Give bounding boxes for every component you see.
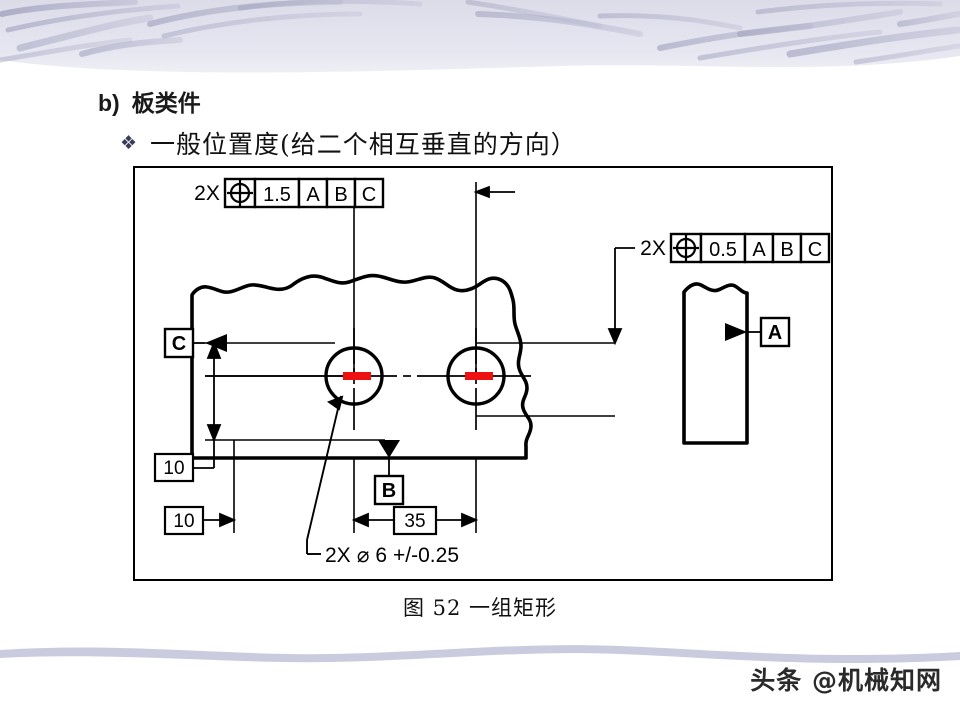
dim-horizontal-10-value: 10: [173, 511, 194, 532]
datum-b: B: [373, 440, 405, 506]
fcf-right-datum-c: C: [808, 239, 822, 261]
subtitle-text: 一般位置度(给二个相互垂直的方向）: [150, 130, 577, 159]
page-title: b) 板类件: [98, 84, 201, 118]
datum-a-label: A: [768, 322, 782, 344]
hole-callout-tolerance: +/-0.25: [393, 544, 459, 567]
dim-horizontal-35-value: 35: [404, 511, 425, 532]
fcf-right-datum-a: A: [752, 239, 766, 261]
diamond-bullet-icon: ❖: [120, 132, 138, 154]
extension-lines: [205, 182, 615, 533]
subtitle-row: ❖ 一般位置度(给二个相互垂直的方向）: [120, 125, 577, 161]
fcf-right: 2X 0.5 A B C: [640, 232, 831, 264]
part-outline: [190, 273, 533, 460]
fcf-right-leader: [607, 247, 635, 346]
fcf-right-tolerance: 0.5: [709, 239, 737, 261]
position-symbol-icon: [227, 180, 253, 206]
fcf-right-datum-b: B: [780, 239, 793, 261]
watermark: 头条 @机械知网: [750, 666, 942, 695]
page-title-text: 板类件: [131, 90, 201, 116]
datum-a: A: [725, 316, 791, 348]
fcf-top-left-datum-c: C: [362, 184, 376, 206]
fcf-top-left-datum-a: A: [306, 184, 320, 206]
footer-decorative-band: [0, 640, 960, 680]
dim-horizontal-35: 35: [351, 505, 479, 536]
fcf-top-left: 2X 1.5 A B C: [194, 177, 385, 209]
fcf-right-multiplier: 2X: [640, 237, 666, 260]
header-decorative-band: [0, 0, 960, 76]
drawing-frame: C B A: [133, 166, 833, 581]
side-view: [682, 282, 749, 445]
hole-callout-leader: [306, 395, 344, 555]
dim-vertical-10: 10: [153, 340, 222, 483]
datum-c: C: [163, 327, 227, 359]
fcf-top-left-multiplier: 2X: [194, 182, 220, 205]
fcf-top-left-datum-b: B: [334, 184, 347, 206]
dim-vertical-10-value: 10: [163, 458, 184, 479]
page-title-marker: b): [98, 90, 120, 116]
dim-horizontal-10: 10: [163, 505, 237, 536]
hole-callout-multiplier: 2X: [325, 544, 351, 567]
position-symbol-icon: [673, 235, 699, 261]
tolerance-zone-marks: [343, 372, 493, 380]
diameter-symbol-icon: ⌀: [357, 543, 370, 567]
datum-c-label: C: [172, 333, 186, 355]
hole-callout-size: 6: [375, 544, 387, 567]
engineering-drawing: C B A: [153, 177, 831, 567]
datum-b-label: B: [382, 480, 396, 502]
fcf-top-left-tolerance: 1.5: [263, 184, 291, 206]
hole-callout-text: 2X ⌀6 +/-0.25: [325, 543, 459, 567]
figure-caption: 图 52 一组矩形: [402, 596, 558, 620]
